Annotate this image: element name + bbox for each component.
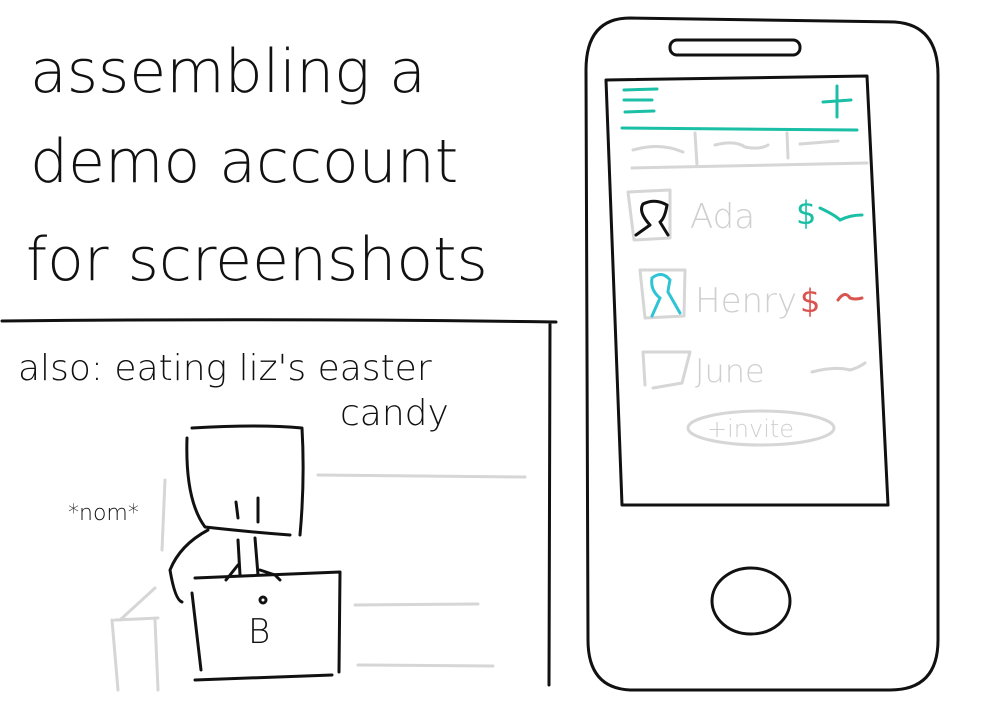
avatar [634, 199, 670, 237]
background-shelves [110, 473, 527, 692]
laptop-logo: B [248, 612, 270, 652]
avatar [650, 273, 682, 318]
panel-border [0, 318, 558, 687]
character [168, 424, 305, 604]
amount-squiggle [818, 206, 864, 222]
plus-icon[interactable] [821, 84, 853, 119]
avatar-frame [626, 188, 672, 242]
home-button[interactable] [710, 566, 792, 636]
hamburger-icon[interactable] [622, 87, 659, 114]
header-divider [620, 126, 859, 132]
amount-squiggle [836, 293, 864, 302]
screen-border [604, 74, 890, 507]
invite-button[interactable]: +invite [686, 409, 836, 447]
contact-name: Henry [695, 281, 797, 321]
caption-line-1: also: eating liz's easter [18, 348, 432, 389]
invite-label: +invite [707, 415, 794, 443]
tab-bar[interactable] [630, 131, 869, 170]
amount-symbol: $ [796, 194, 816, 232]
laptop: B [190, 570, 342, 682]
contact-row[interactable]: Ada $ [626, 188, 864, 242]
speaker-slot [668, 38, 802, 57]
contact-name: June [695, 352, 765, 390]
amount-symbol: $ [800, 282, 820, 320]
contact-name: Ada [690, 197, 755, 237]
amount-squiggle [810, 361, 867, 374]
caption-line-2: candy [340, 393, 449, 434]
title-line-2: demo account [30, 127, 458, 197]
contact-row[interactable]: June [641, 350, 867, 390]
phone [584, 16, 940, 692]
contact-row[interactable]: Henry $ [638, 268, 864, 321]
title-line-1: assembling a [30, 37, 426, 107]
avatar-frame [638, 268, 687, 320]
avatar-frame [641, 350, 692, 390]
title-line-3: for screenshots [26, 225, 488, 295]
nom-sound-effect: *nom* [68, 501, 139, 526]
